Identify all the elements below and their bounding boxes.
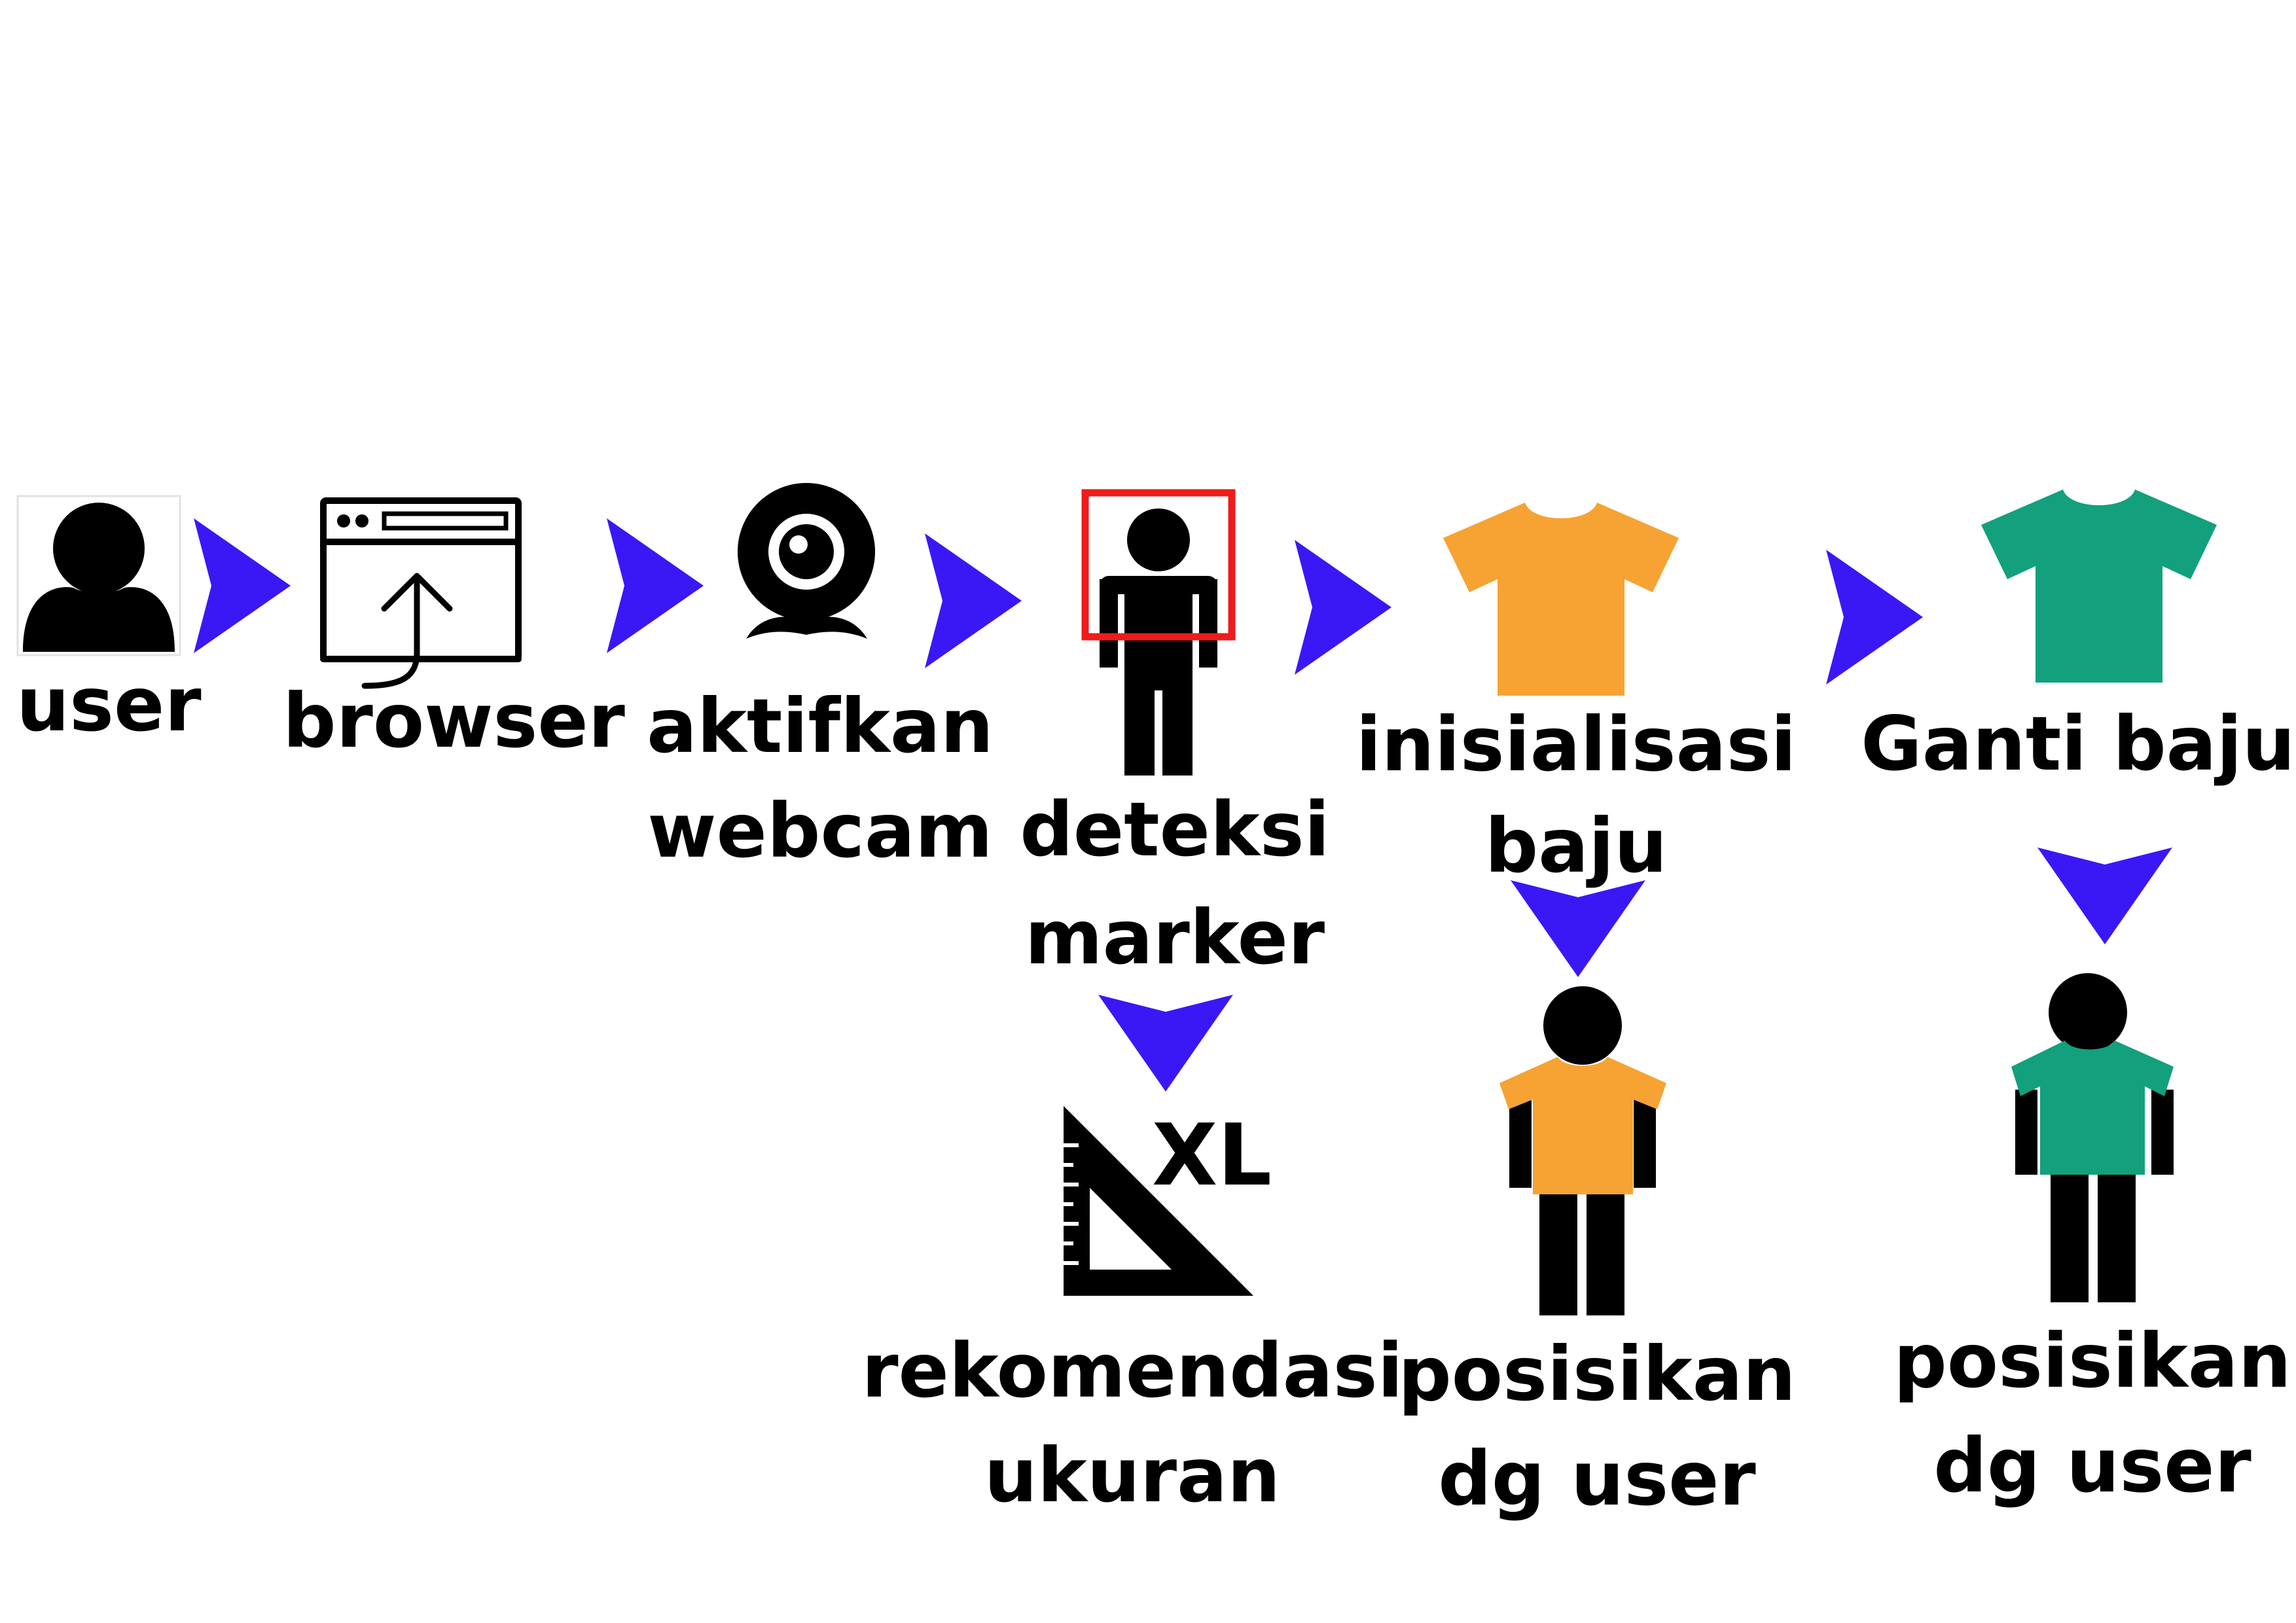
marker-label-line1: deteksi [1020, 786, 1330, 873]
init-shirt-label-line2: baju [1484, 802, 1668, 889]
place-orange-label-line1: posisikan [1398, 1330, 1796, 1418]
change-shirt-label: Ganti baju [1861, 700, 2295, 787]
arrow-right-icon [1295, 540, 1391, 675]
green-shirt-icon [1981, 490, 2217, 683]
webcam-label-line1: aktifkan [647, 683, 994, 770]
webcam-icon [726, 483, 895, 652]
browser-upload-icon [320, 497, 522, 689]
size-rec-label: rekomendasi ukuran [861, 1319, 1403, 1528]
init-shirt-label: inisialisasi baju [1355, 694, 1796, 897]
orange-shirt-icon [1443, 503, 1679, 696]
person-green-shirt-icon [2011, 973, 2174, 1302]
arrow-down-icon [2037, 847, 2172, 944]
arrow-right-icon [607, 518, 704, 653]
arrow-down-icon [1511, 880, 1645, 977]
marker-label-line2: marker [1024, 894, 1325, 981]
place-orange-label-line2: dg user [1438, 1435, 1756, 1522]
browser-label: browser [283, 677, 625, 764]
arrow-right-icon [1826, 550, 1923, 685]
place-orange-label: posisikan dg user [1398, 1322, 1796, 1531]
marker-label: deteksi marker [1020, 776, 1329, 991]
arrow-right-icon [925, 533, 1022, 668]
arrow-down-icon [1098, 995, 1233, 1092]
user-avatar-icon [16, 495, 181, 656]
ruler-triangle-icon: XL [1064, 1105, 1272, 1296]
person-marker-icon [1081, 489, 1236, 776]
webcam-label: aktifkan webcam [647, 674, 994, 883]
person-orange-shirt-icon [1499, 986, 1666, 1315]
size-xl-text: XL [1152, 1105, 1272, 1205]
webcam-label-line2: webcam [647, 787, 993, 874]
size-rec-label-line2: ukuran [984, 1432, 1281, 1519]
place-green-label-line2: dg user [1933, 1422, 2251, 1509]
place-green-label-line1: posisikan [1893, 1317, 2291, 1404]
size-rec-label-line1: rekomendasi [861, 1327, 1403, 1414]
place-green-label: posisikan dg user [1893, 1309, 2291, 1518]
arrow-right-icon [194, 518, 291, 653]
user-label: user [16, 661, 202, 748]
init-shirt-label-line1: inisialisasi [1355, 701, 1797, 788]
